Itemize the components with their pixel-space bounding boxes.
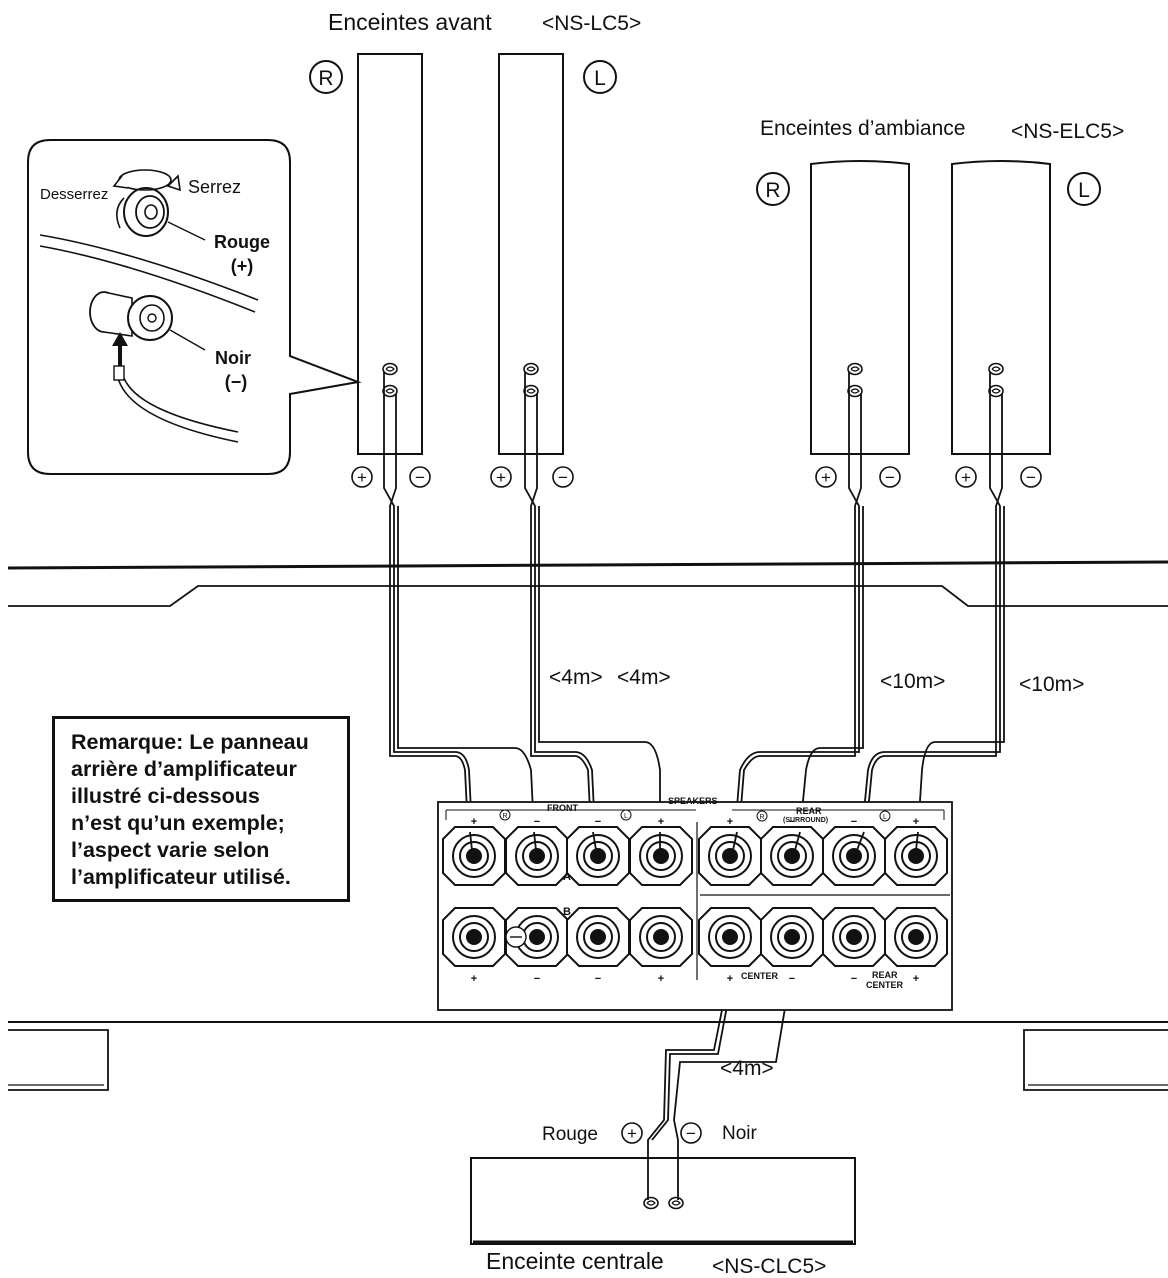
red-sign: (+) (231, 256, 254, 276)
surround-speakers-title: Enceintes d’ambiance (760, 117, 965, 140)
panel-r-mark: R (502, 813, 507, 820)
panel-plus: + (913, 973, 919, 985)
panel-surround-label: (SURROUND) (783, 817, 828, 824)
note-box: Remarque: Le panneau arrière d’amplifica… (52, 716, 350, 902)
panel-plus: + (727, 973, 733, 985)
panel-center-label: CENTER (741, 971, 779, 981)
panel-speakers-label: SPEAKERS (668, 796, 718, 806)
distance-front-right: <4m> (549, 666, 603, 689)
panel-plus: + (471, 973, 477, 985)
plus-sign: + (961, 468, 971, 487)
distance-surround-left: <10m> (1019, 673, 1084, 696)
panel-minus: − (534, 816, 540, 828)
loosen-label: Desserrez (40, 186, 108, 203)
red-label: Rouge (214, 232, 270, 252)
note-line: arrière d’amplificateur (71, 757, 297, 781)
center-speaker-model: <NS-CLC5> (712, 1255, 826, 1278)
surround-speakers-model: <NS-ELC5> (1011, 120, 1124, 143)
panel-plus: + (727, 816, 733, 828)
panel-minus: − (595, 973, 601, 985)
panel-l-mark: L (624, 813, 628, 820)
distance-center: <4m> (720, 1057, 774, 1080)
channel-marks: R L R L (309, 60, 1101, 206)
tighten-label: Serrez (188, 177, 241, 197)
panel-front-label: FRONT (547, 803, 578, 813)
polarity-markers: + − + − + − + − + − (351, 466, 1042, 1144)
amplifier-outline (7, 560, 1168, 1091)
right-mark: R (318, 67, 333, 90)
minus-sign: − (558, 468, 568, 487)
minus-sign: − (686, 1124, 696, 1143)
cable-ends (469, 831, 919, 940)
panel-minus: − (851, 816, 857, 828)
center-speaker-title: Enceinte centrale (486, 1248, 664, 1274)
plus-sign: + (357, 468, 367, 487)
minus-sign: − (1026, 468, 1036, 487)
panel-rear-label: REAR (796, 806, 822, 816)
panel-plus: + (471, 816, 477, 828)
panel-minus: − (534, 973, 540, 985)
panel-l-mark: L (883, 814, 887, 821)
panel-r-mark: R (759, 814, 764, 821)
panel-plus: + (913, 816, 919, 828)
panel-minus: − (851, 973, 857, 985)
center-black-label: Noir (722, 1123, 758, 1144)
insert-arrow-icon (112, 332, 128, 366)
panel-channel-marks: R L R L (499, 809, 891, 822)
panel-minus: − (789, 816, 795, 828)
center-speaker (470, 1157, 856, 1245)
center-red-label: Rouge (542, 1124, 598, 1145)
panel-row-a-label: A (563, 871, 571, 883)
distance-surround-right: <10m> (880, 670, 945, 693)
black-sign: (−) (225, 372, 248, 392)
distance-front-left: <4m> (617, 666, 671, 689)
terminal-detail-inset: Desserrez Serrez Rouge (+) Noir (−) (27, 139, 362, 475)
amplifier-rear-panel: FRONT SPEAKERS REAR (SURROUND) CENTER RE… (437, 796, 953, 1011)
panel-minus: − (595, 816, 601, 828)
banana-post-icon (89, 291, 239, 443)
note-line: l’aspect varie selon (71, 838, 270, 862)
panel-rear-center-label-2: CENTER (866, 980, 904, 990)
left-mark: L (1078, 179, 1090, 202)
black-label: Noir (215, 348, 251, 368)
plus-sign: + (496, 468, 506, 487)
panel-row-b-label: B (563, 906, 571, 918)
left-mark: L (594, 67, 606, 90)
binding-post-icon (39, 187, 259, 313)
speaker-cables (383, 372, 1005, 1200)
minus-sign: − (885, 468, 895, 487)
surround-speaker-left (951, 160, 1051, 455)
panel-plus: + (658, 816, 664, 828)
right-mark: R (765, 179, 780, 202)
front-speaker-right (357, 53, 423, 455)
plus-sign: + (627, 1124, 637, 1143)
note-line: Remarque: Le panneau (71, 730, 309, 754)
panel-minus: − (789, 973, 795, 985)
note-line: l’amplificateur utilisé. (71, 865, 291, 889)
panel-rear-center-label-1: REAR (872, 970, 898, 980)
front-speaker-left (498, 53, 564, 455)
minus-sign: − (415, 468, 425, 487)
front-speakers-title: Enceintes avant (328, 9, 492, 35)
note-line: n’est qu’un exemple; (71, 811, 285, 835)
front-speakers-model: <NS-LC5> (542, 12, 641, 35)
plus-sign: + (821, 468, 831, 487)
surround-speaker-right (810, 160, 910, 455)
panel-plus: + (658, 973, 664, 985)
rotate-arrow-icon (112, 169, 181, 192)
note-line: illustré ci-dessous (71, 784, 260, 808)
